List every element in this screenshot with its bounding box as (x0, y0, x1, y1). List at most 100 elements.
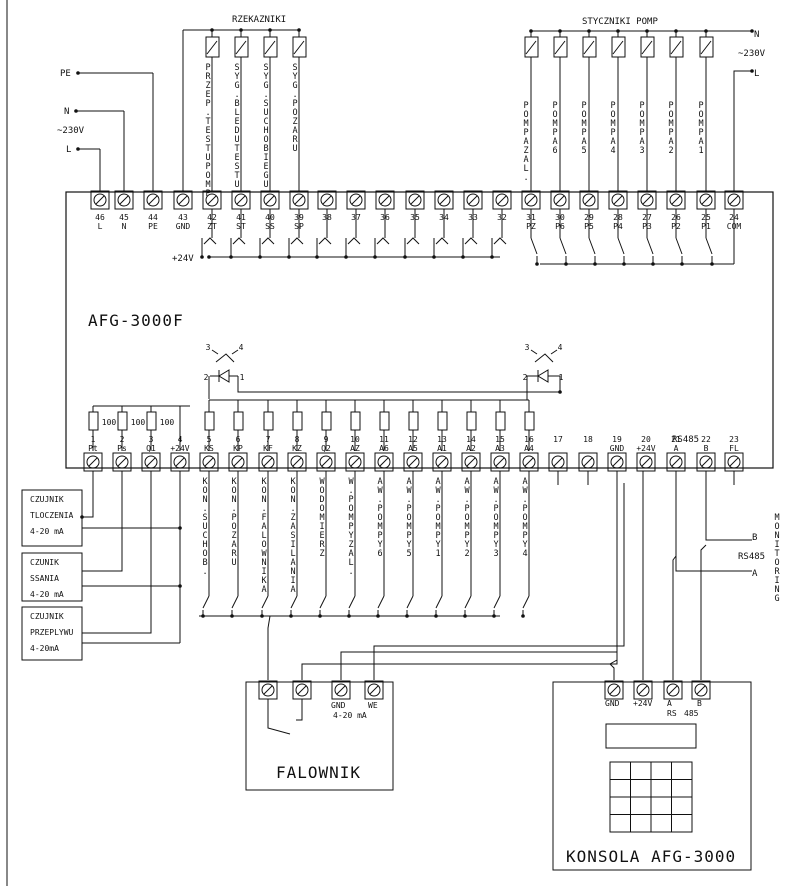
sensor-wire (82, 471, 152, 634)
top-terminal-name: P4 (613, 222, 623, 231)
screw-icon (348, 455, 362, 469)
bottom-terminal-name: A1 (437, 444, 447, 453)
vertical-label-char: F (261, 513, 266, 523)
vertical-label-char: A (552, 137, 557, 147)
input-switch (231, 595, 239, 609)
screw-slot (439, 195, 449, 205)
vertical-label-char: P (552, 128, 557, 138)
sensor-text: SSANIA (30, 574, 59, 583)
vertical-label-char: 6 (377, 549, 382, 559)
contactor-slash (525, 40, 537, 55)
screw-slot (701, 195, 711, 205)
screw-icon (493, 455, 507, 469)
screw-slot (369, 685, 379, 695)
top-terminal-number: 42 (207, 213, 217, 222)
vertical-label-char: E (263, 162, 268, 172)
screw-slot (729, 457, 739, 467)
screw-slot (613, 195, 623, 205)
vertical-label-char: P (205, 99, 210, 109)
rs485-right-label: RS485 (738, 552, 765, 562)
bottom-terminal-name: A5 (408, 444, 418, 453)
screw-slot (668, 685, 678, 695)
screw-icon (435, 455, 449, 469)
screw-slot (294, 195, 304, 205)
screw-icon (636, 683, 650, 697)
led-icon (218, 369, 230, 383)
vertical-label-char: O (668, 110, 673, 120)
sensor-text: PRZEPLYWU (30, 628, 74, 637)
vertical-label-char: P (610, 128, 615, 138)
junction-dot (74, 109, 78, 113)
screw-icon (290, 455, 304, 469)
screw-icon (261, 683, 275, 697)
bottom-terminal-number: 13 (437, 435, 447, 444)
vertical-label-char: U (205, 153, 210, 163)
junction-dot (622, 262, 626, 266)
transistor-icon (406, 237, 420, 245)
screw-icon (377, 455, 391, 469)
vertical-label-char: O (552, 110, 557, 120)
controller-title: AFG-3000F (88, 311, 184, 330)
transistor-icon (318, 237, 332, 245)
top-terminal-28 (608, 190, 628, 210)
vertical-label-char: N (202, 495, 207, 505)
bottom-terminal-number: 11 (379, 435, 389, 444)
vertical-label-char: O (406, 513, 411, 523)
relay-coil-3 (263, 36, 278, 58)
opto-pin-1: 1 (559, 373, 564, 382)
vertical-label-char: . (261, 504, 266, 514)
screw-icon (86, 455, 100, 469)
top-terminal-35 (405, 190, 425, 210)
top-terminal-number: 34 (439, 213, 449, 222)
screw-slot (207, 195, 217, 205)
vertical-label-char: . (406, 495, 411, 505)
bottom-terminal-16 (519, 452, 539, 472)
vertical-label-char: O (319, 504, 324, 514)
vertical-label-char: O (202, 486, 207, 496)
screw-icon (666, 683, 680, 697)
junction-dot (593, 262, 597, 266)
vertical-label-char: P (493, 531, 498, 541)
transistor-icon (376, 237, 390, 245)
bottom-terminal-name: KS (204, 444, 214, 453)
bottom-terminal-20 (636, 452, 656, 472)
screw-slot (351, 195, 361, 205)
vertical-label-char: T (205, 117, 210, 127)
contactor-slash (700, 40, 712, 55)
top-terminal-34 (434, 190, 454, 210)
input-resistor (204, 411, 215, 431)
vertical-label-char: P (523, 101, 528, 111)
top-terminal-name: P1 (701, 222, 711, 231)
vertical-label-char: G (292, 81, 297, 91)
top-terminal-30 (550, 190, 570, 210)
vertical-label-char: Z (319, 549, 324, 559)
vertical-label-char: U (202, 522, 207, 532)
junction-dot (268, 28, 272, 32)
vertical-label-char: E (234, 153, 239, 163)
contactor-coil-1 (524, 36, 539, 58)
input-switch (319, 595, 327, 609)
bottom-terminal-22 (696, 452, 716, 472)
top-terminal-name: GND (176, 222, 191, 231)
input-switch (261, 595, 269, 609)
vertical-label-char: K (290, 477, 296, 487)
junction-dot (434, 614, 438, 618)
rs485-a-wire (675, 471, 752, 572)
opto-wire (526, 375, 529, 400)
top-terminal-name: COM (727, 222, 742, 231)
bottom-terminal-number: 12 (408, 435, 418, 444)
bottom-terminal-10 (345, 452, 365, 472)
screw-slot (468, 195, 478, 205)
vertical-label-char: P (231, 513, 236, 523)
junction-dot (344, 255, 348, 259)
vertical-label-char: A (292, 126, 297, 136)
bottom-terminal-number: 6 (236, 435, 241, 444)
vertical-label-char: . (348, 486, 353, 496)
vertical-label-char: U (292, 144, 297, 154)
vertical-label-char: Y (406, 540, 411, 550)
junction-dot (318, 614, 322, 618)
vertical-label-char: I (263, 153, 268, 163)
screw-icon (349, 193, 363, 207)
